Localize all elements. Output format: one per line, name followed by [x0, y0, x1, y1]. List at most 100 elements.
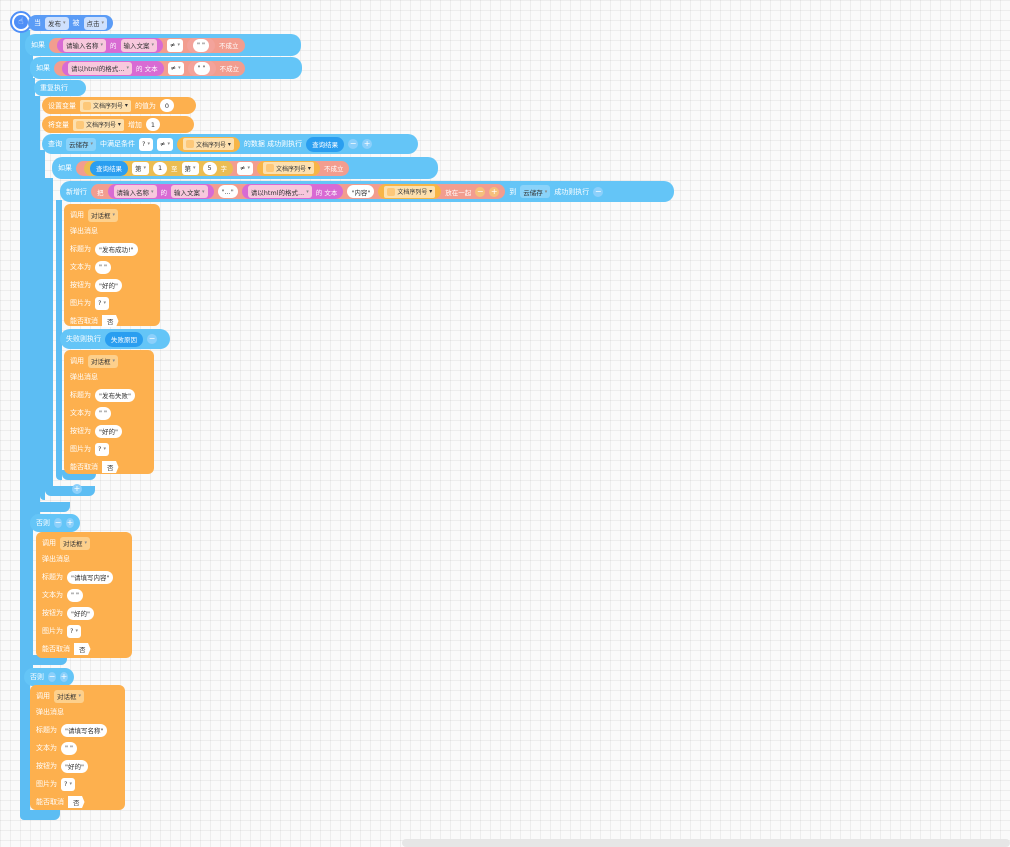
query-var-chip[interactable]: 文档序列号 ▾ [182, 138, 234, 150]
if3-di-dropdown[interactable]: 第 [132, 161, 150, 175]
if3-var-chip[interactable]: 文档序列号 ▾ [263, 162, 314, 174]
query-table-dropdown[interactable]: 云储存 [66, 137, 97, 151]
insert-comp-dropdown[interactable]: 请输入名称 [113, 185, 157, 198]
dialog-success-text-value[interactable]: " " [95, 260, 112, 274]
insert-var-chip[interactable]: 文档序列号 ▾ [384, 185, 436, 198]
dialog-success-target[interactable]: 对话框 [88, 208, 119, 222]
dialog-fail-block[interactable]: 调用 对话框 弹出消息 标题为"发布失败" 文本为" " 按钮为"好的" 图片为… [64, 350, 154, 474]
event-component-dropdown[interactable]: 发布 [45, 16, 69, 30]
insert-prop-dropdown[interactable]: 输入文案 [171, 185, 208, 198]
dialog-fail-target[interactable]: 对话框 [88, 354, 119, 368]
else2-minus-button[interactable]: − [48, 672, 56, 682]
dialog-name-block[interactable]: 调用 对话框 弹出消息 标题为"请填写名称" 文本为" " 按钮为"好的" 图片… [30, 685, 125, 810]
insert-join-block[interactable]: 把 请输入名称 的 输入文案 "..." 请以html的格式... 的 文本 "… [91, 184, 506, 199]
repeat-block[interactable]: 重复执行 [34, 80, 86, 96]
dialog-success-btn-value[interactable]: "好的" [95, 278, 122, 292]
if3-not-block[interactable]: 查询结果 第 1 至 第 5 字 ≠ 文档序列号 ▾ 不成立 [76, 160, 350, 176]
query-minus-button[interactable]: − [348, 139, 359, 149]
insert-sep1[interactable]: "..." [217, 185, 238, 198]
if1-property-dropdown[interactable]: 输入文案 [120, 38, 158, 52]
if2-string-block[interactable]: " " [187, 60, 216, 76]
insert-join-plus-button[interactable]: + [489, 186, 500, 197]
horizontal-scrollbar[interactable] [402, 839, 1010, 847]
insert-var-block[interactable]: 文档序列号 ▾ [378, 184, 442, 199]
dialog-name-img-dropdown[interactable]: ? [61, 777, 75, 791]
if3-substring-block[interactable]: 查询结果 第 1 至 第 5 字 [84, 160, 234, 176]
query-op-dropdown[interactable]: ≠ [156, 137, 173, 151]
dialog-content-text-value[interactable]: " " [67, 588, 84, 602]
insert-sep2[interactable]: "内容" [347, 185, 375, 198]
query-var-block[interactable]: 文档序列号 ▾ [176, 136, 240, 152]
if2-not-block[interactable]: 请以html的格式... 的 文本 ≠ " " 不成立 [54, 60, 246, 76]
fail-reason-var[interactable]: 失败原因 [105, 331, 143, 347]
if1-block[interactable]: 如果 请输入名称 的 输入文案 ≠ " " 不成立 [25, 34, 301, 56]
if2-string-val[interactable]: " " [193, 61, 210, 75]
insert-prop-block[interactable]: 请输入名称 的 输入文案 [107, 184, 214, 199]
insert-join-minus-button[interactable]: − [475, 186, 486, 197]
else1-plus-button[interactable]: + [66, 518, 74, 528]
insert-minus-button[interactable]: − [593, 186, 604, 197]
dialog-content-btn-value[interactable]: "好的" [67, 606, 94, 620]
event-hat-block[interactable]: 当 发布 被 点击 [28, 15, 114, 31]
dialog-success-cancel-value[interactable]: 否 [102, 315, 119, 327]
event-name-dropdown[interactable]: 点击 [83, 16, 108, 30]
if1-prop-block[interactable]: 请输入名称 的 输入文案 [57, 37, 164, 53]
if2-component-dropdown[interactable]: 请以html的格式... [68, 61, 133, 75]
if3-var-block[interactable]: 文档序列号 ▾ [257, 160, 320, 176]
change-var-chip[interactable]: 文档序列号 ▾ [73, 118, 124, 131]
if1-not-block[interactable]: 请输入名称 的 输入文案 ≠ " " 不成立 [49, 37, 245, 53]
else2-block[interactable]: 否则 − + [24, 668, 74, 686]
set-var-block[interactable]: 设置变量 文档序列号 ▾ 的值为 0 [42, 97, 196, 114]
insert-table-dropdown[interactable]: 云储存 [520, 185, 551, 198]
insert-block[interactable]: 新增行 把 请输入名称 的 输入文案 "..." 请以html的格式... 的 … [60, 181, 674, 202]
dialog-content-block[interactable]: 调用 对话框 弹出消息 标题为"请填写内容" 文本为" " 按钮为"好的" 图片… [36, 532, 132, 658]
dialog-content-target[interactable]: 对话框 [60, 536, 91, 550]
dialog-success-title-value[interactable]: "发布成功!" [95, 242, 138, 256]
if3-result-var[interactable]: 查询结果 [90, 160, 128, 176]
dialog-fail-cancel-value[interactable]: 否 [102, 461, 119, 473]
if1-string-block[interactable]: " " [187, 37, 216, 53]
insert-comp2-dropdown[interactable]: 请以html的格式... [247, 185, 312, 198]
change-var-value[interactable]: 1 [145, 118, 160, 131]
dialog-success-block[interactable]: 调用 对话框 弹出消息 标题为"发布成功!" 文本为" " 按钮为"好的" 图片… [64, 204, 160, 327]
dialog-name-title-value[interactable]: "请填写名称" [61, 723, 108, 737]
if3-a-value[interactable]: 1 [153, 161, 168, 175]
query-cond-dropdown[interactable]: ? [139, 137, 153, 151]
fail-block[interactable]: 失败则执行 失败原因 − [60, 329, 170, 349]
if2-op-dropdown[interactable]: ≠ [167, 61, 184, 75]
change-var-block[interactable]: 将变量 文档序列号 ▾ 增加 1 [42, 116, 194, 133]
set-var-value[interactable]: 0 [159, 99, 174, 112]
if2-block[interactable]: 如果 请以html的格式... 的 文本 ≠ " " 不成立 [30, 57, 302, 79]
query-block[interactable]: 查询 云储存 中满足条件 ? ≠ 文档序列号 ▾ 的数据 成功则执行 查询结果 … [42, 134, 418, 154]
if3-b-value[interactable]: 5 [202, 161, 217, 175]
dialog-fail-img-dropdown[interactable]: ? [95, 442, 109, 456]
if3-di2-dropdown[interactable]: 第 [181, 161, 199, 175]
event-hat-icon[interactable]: ☝ [10, 11, 32, 33]
set-var-chip[interactable]: 文档序列号 ▾ [80, 99, 131, 112]
else1-block[interactable]: 否则 − + [30, 514, 80, 532]
dialog-name-btn-value[interactable]: "好的" [61, 759, 88, 773]
if2-prop-block[interactable]: 请以html的格式... 的 文本 [62, 60, 164, 76]
dialog-fail-title-value[interactable]: "发布失败" [95, 388, 135, 402]
if3-block[interactable]: 如果 查询结果 第 1 至 第 5 字 ≠ 文档序列号 ▾ 不成立 [52, 157, 438, 179]
dialog-name-target[interactable]: 对话框 [54, 689, 85, 703]
insert-prop2-block[interactable]: 请以html的格式... 的 文本 [241, 184, 344, 199]
dialog-name-text-value[interactable]: " " [61, 741, 78, 755]
dialog-name-cancel-value[interactable]: 否 [68, 796, 85, 808]
if1-string-val[interactable]: " " [193, 38, 210, 52]
dialog-fail-btn-value[interactable]: "好的" [95, 424, 122, 438]
query-result-var[interactable]: 查询结果 [306, 136, 345, 152]
dialog-fail-text-value[interactable]: " " [95, 406, 112, 420]
fail-minus-button[interactable]: − [147, 334, 157, 344]
dialog-content-img-dropdown[interactable]: ? [67, 624, 81, 638]
else2-plus-button[interactable]: + [60, 672, 68, 682]
if1-op-dropdown[interactable]: ≠ [167, 38, 183, 52]
dialog-success-img-dropdown[interactable]: ? [95, 296, 109, 310]
if3-plus-button[interactable]: + [72, 484, 82, 494]
dialog-content-cancel-value[interactable]: 否 [74, 643, 91, 655]
query-plus-button[interactable]: + [362, 139, 373, 149]
if3-op-dropdown[interactable]: ≠ [237, 161, 253, 175]
if1-component-dropdown[interactable]: 请输入名称 [63, 38, 107, 52]
dialog-content-title-value[interactable]: "请填写内容" [67, 570, 114, 584]
else1-minus-button[interactable]: − [54, 518, 62, 528]
